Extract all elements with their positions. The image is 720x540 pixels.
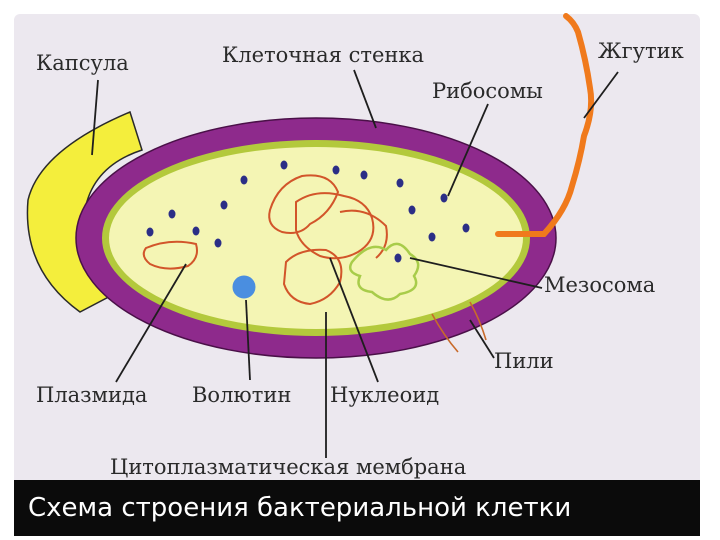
ribosome-dot — [168, 209, 176, 219]
label-nucleoid: Нуклеоид — [330, 383, 439, 407]
ribosome-dot — [428, 232, 436, 242]
ribosome-dot — [146, 227, 154, 237]
volutin-granule — [229, 272, 259, 302]
label-cell-wall: Клеточная стенка — [222, 43, 424, 67]
mesosome-shape — [349, 242, 420, 301]
label-flagellum: Жгутик — [598, 39, 684, 63]
caption-text: Схема строения бактериальной клетки — [28, 493, 572, 523]
ribosome-dot — [440, 193, 448, 203]
ribosome-dot — [280, 160, 288, 170]
ribosome-dot — [332, 165, 340, 175]
ribosome-dot — [394, 253, 402, 263]
label-capsule: Капсула — [36, 51, 129, 75]
ribosome-dot — [214, 238, 222, 248]
label-plasmid: Плазмида — [36, 383, 147, 407]
caption-bar: Схема строения бактериальной клетки — [14, 480, 700, 536]
ribosome-dot — [396, 178, 404, 188]
pili-shapes — [431, 301, 487, 353]
cytoplasm-shape — [109, 147, 523, 329]
plasmid-shape — [142, 240, 198, 270]
ribosome-dots — [146, 160, 470, 263]
ribosome-dot — [220, 200, 228, 210]
ribosome-dot — [240, 175, 248, 185]
ribosome-dot — [408, 205, 416, 215]
label-volutin: Волютин — [192, 383, 291, 407]
label-mesosome: Мезосома — [544, 273, 655, 297]
leader-lines — [91, 69, 619, 458]
label-pili: Пили — [494, 349, 554, 373]
ribosome-dot — [360, 170, 368, 180]
ribosome-dot — [192, 226, 200, 236]
flagellum-shape — [495, 13, 595, 237]
ribosome-dot — [462, 223, 470, 233]
label-ribosomes: Рибосомы — [432, 79, 543, 103]
label-membrane: Цитоплазматическая мембрана — [110, 455, 466, 479]
